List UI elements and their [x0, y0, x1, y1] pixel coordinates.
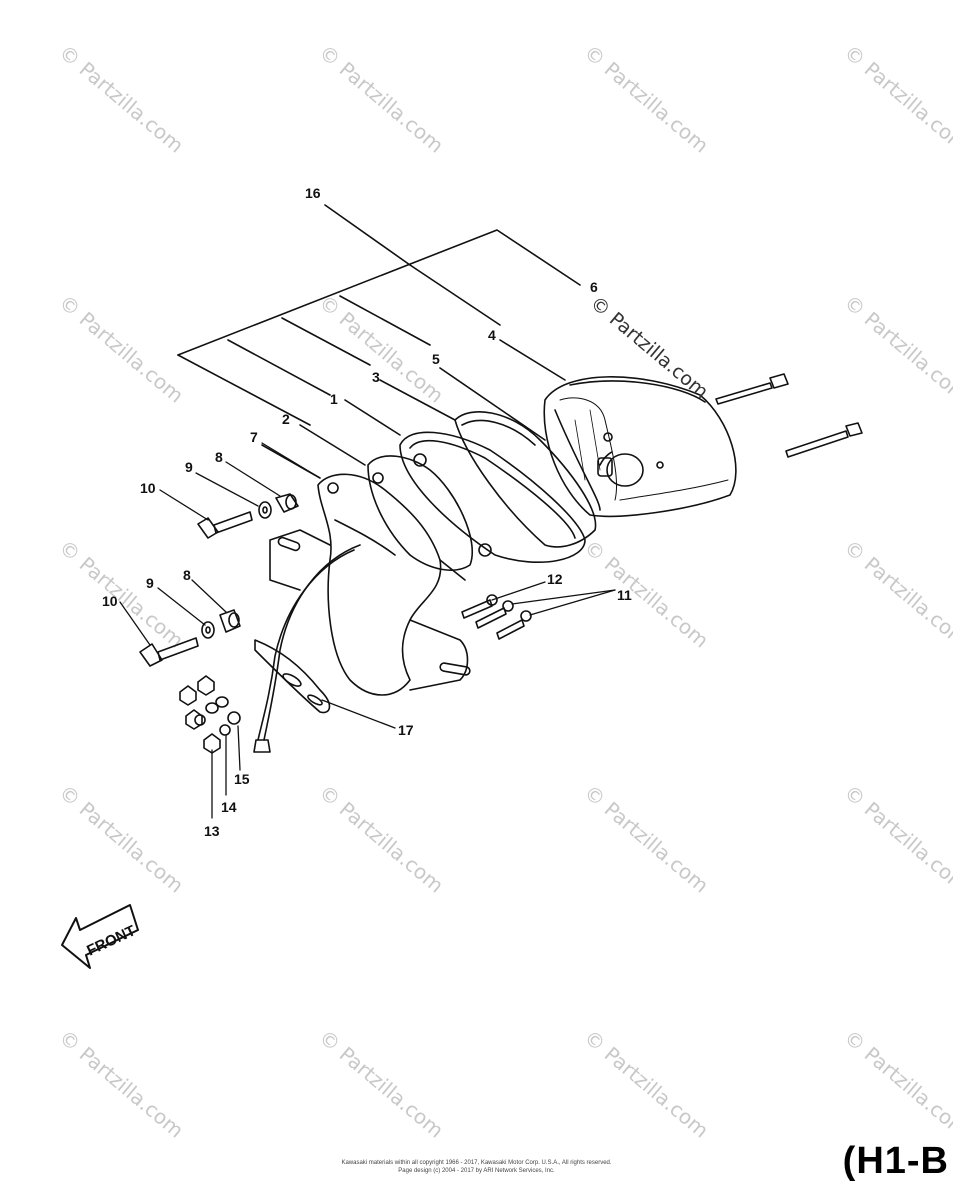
- callout-12: 12: [547, 571, 563, 587]
- callout-14: 14: [221, 799, 237, 815]
- callout-leaders: [119, 442, 616, 819]
- copyright-line-1: Kawasaki materials within all copyright …: [341, 1160, 612, 1166]
- callout-11: 11: [617, 587, 632, 603]
- nut-cluster: [179, 675, 241, 754]
- callout-10a: 10: [140, 480, 156, 496]
- callout-5: 5: [432, 351, 440, 367]
- bolt-upper: [197, 511, 253, 539]
- license-plate: [254, 639, 331, 714]
- license-bracket: [269, 473, 471, 696]
- small-screw: [475, 600, 514, 629]
- long-screw: [715, 373, 789, 405]
- small-screw: [496, 610, 532, 640]
- callout-15: 15: [234, 771, 250, 787]
- callout-8a: 8: [215, 449, 223, 465]
- callout-8b: 8: [183, 567, 191, 583]
- small-screw: [461, 594, 498, 619]
- callout-10b: 10: [102, 593, 118, 609]
- callout-labels: 16 6 4 5 3 1 2 7 8 9 10 8 9 10 12 11 17 …: [84, 185, 632, 959]
- front-arrow: [61, 904, 139, 969]
- callout-13: 13: [204, 823, 220, 839]
- diagram-reference: (H1-B: [842, 1140, 949, 1182]
- callout-9a: 9: [185, 459, 193, 475]
- callout-3: 3: [372, 369, 380, 385]
- callout-16: 16: [305, 185, 321, 201]
- tail-lamp-housing: [543, 376, 737, 518]
- wire-harness: [253, 544, 361, 753]
- callout-4: 4: [488, 327, 496, 343]
- washer-lower: [201, 621, 215, 639]
- bolt-lower: [139, 637, 199, 667]
- spacer-lower: [219, 609, 241, 633]
- gasket: [454, 411, 597, 548]
- washer-upper: [258, 501, 272, 519]
- callout-1: 1: [330, 391, 338, 407]
- callout-6: 6: [590, 279, 598, 295]
- callout-2: 2: [282, 411, 290, 427]
- callout-9b: 9: [146, 575, 154, 591]
- lamp-base-plate: [399, 431, 586, 563]
- callout-7: 7: [250, 429, 258, 445]
- spacer-upper: [275, 493, 299, 513]
- callout-17: 17: [398, 722, 414, 738]
- long-screw: [785, 422, 863, 458]
- leader-bracket: [177, 204, 581, 479]
- plate-gasket: [367, 455, 473, 571]
- copyright-line-2: Page design (c) 2004 - 2017 by ARI Netwo…: [398, 1168, 555, 1174]
